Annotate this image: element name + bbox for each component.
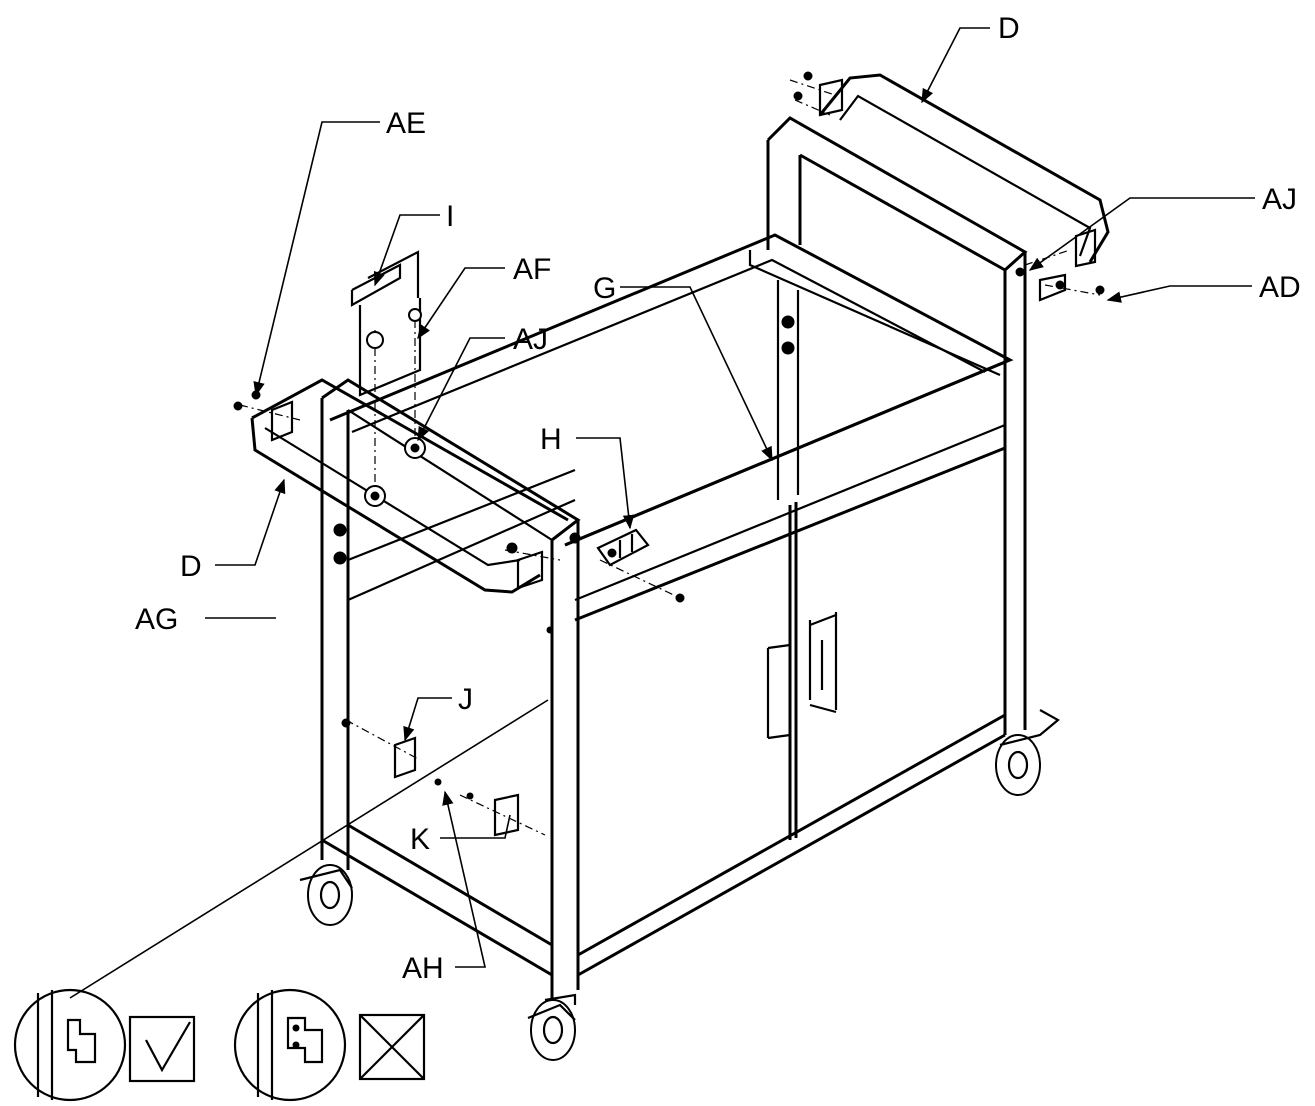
- bracket-i: [350, 250, 426, 507]
- cart-frame: [320, 116, 1028, 1000]
- label-d-top: D: [998, 12, 1020, 45]
- brackets-j-k: [341, 718, 546, 837]
- label-aj-center: AJ: [513, 323, 548, 356]
- part-labels: D AE I AF AJ AJ AD G H D AG J K AH: [135, 12, 1301, 985]
- label-i: I: [446, 200, 454, 233]
- label-ae: AE: [386, 107, 426, 140]
- bracket-h: [596, 528, 685, 603]
- caster-front-left: [299, 864, 353, 926]
- label-ad: AD: [1259, 271, 1301, 304]
- label-aj-right: AJ: [1262, 183, 1297, 216]
- cross-icon: [359, 1014, 425, 1080]
- label-d-left: D: [180, 550, 202, 583]
- label-ah: AH: [402, 952, 444, 985]
- label-g: G: [593, 272, 616, 305]
- detail-incorrect: [233, 988, 426, 1102]
- caster-front-right: [527, 993, 577, 1061]
- label-k: K: [410, 823, 430, 856]
- handle-d-left: [239, 378, 581, 594]
- label-j: J: [458, 683, 473, 716]
- label-ag: AG: [135, 603, 178, 636]
- check-icon: [145, 1021, 191, 1073]
- detail-correct: [13, 988, 196, 1102]
- handle-d-top: [789, 73, 1110, 268]
- label-af: AF: [513, 253, 551, 286]
- caster-rear-right: [995, 709, 1060, 796]
- leader-lines: [69, 27, 1255, 999]
- label-h: H: [540, 423, 562, 456]
